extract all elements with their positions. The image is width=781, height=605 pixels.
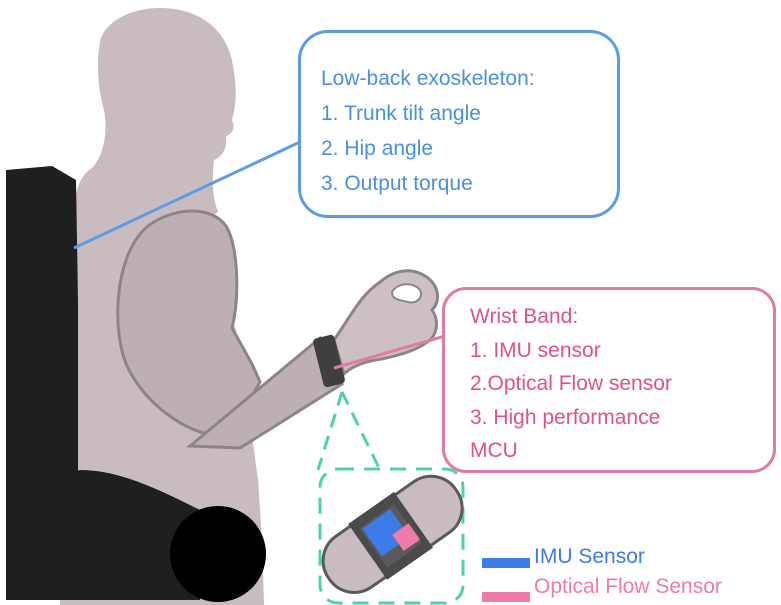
- exoskeleton-back-frame: [6, 166, 200, 600]
- zoom-frame: [318, 467, 465, 605]
- exoskeleton-hip-joint: [170, 506, 266, 602]
- wrist-band: [313, 334, 345, 388]
- wrist-leader-line: [333, 334, 446, 370]
- wrist-band-item: 3. High performance: [470, 405, 661, 429]
- exoskeleton-callout: Low-back exoskeleton: 1. Trunk tilt angl…: [298, 30, 620, 218]
- zoom-callout: [316, 391, 465, 605]
- wrist-band-item: MCU: [470, 439, 518, 462]
- wrist-band-callout: Wrist Band: 1. IMU sensor 2.Optical Flow…: [442, 287, 776, 473]
- exoskeleton-title: Low-back exoskeleton:: [321, 67, 535, 90]
- exoskeleton-item: 2. Hip angle: [321, 137, 434, 160]
- legend-swatch-imu: [482, 558, 530, 568]
- forearm: [186, 335, 344, 450]
- legend-label-optical-flow: Optical Flow Sensor: [534, 575, 722, 598]
- wrist-band-title: Wrist Band:: [470, 305, 579, 328]
- zoom-wrist-detail: [321, 474, 464, 594]
- zoom-cone: [316, 391, 382, 471]
- fist: [332, 269, 439, 377]
- optical-flow-sensor-chip: [392, 523, 421, 552]
- exoskeleton-item: 1. Trunk tilt angle: [321, 102, 481, 125]
- wrist-band-item: 2.Optical Flow sensor: [470, 372, 672, 395]
- exoskeleton: [6, 166, 266, 602]
- wrist-band-item: 1. IMU sensor: [470, 338, 601, 362]
- exoskeleton-item: 3. Output torque: [321, 172, 473, 195]
- person-silhouette: [60, 8, 439, 605]
- legend-label-imu: IMU Sensor: [534, 545, 645, 568]
- thumb: [390, 283, 422, 304]
- imu-sensor-chip: [362, 509, 410, 557]
- legend-swatch-optical-flow: [482, 592, 530, 602]
- exo-leader-line: [73, 140, 301, 250]
